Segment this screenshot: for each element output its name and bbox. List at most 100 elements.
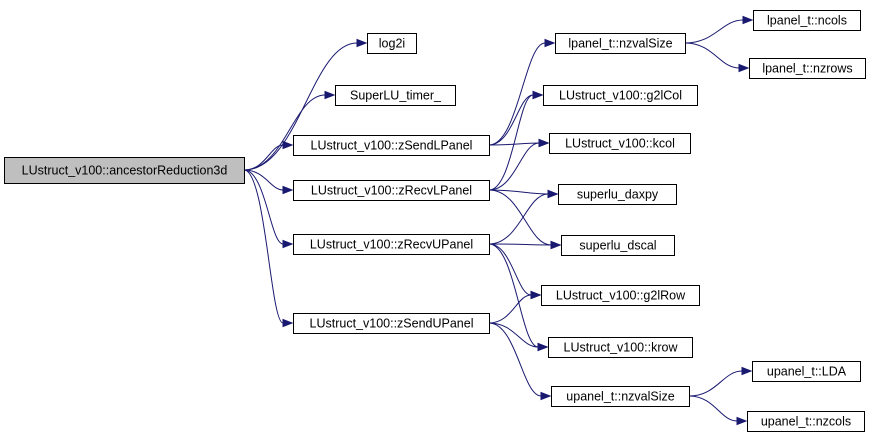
edge-line bbox=[684, 19, 744, 44]
node-box bbox=[752, 361, 861, 382]
edge-arrowhead bbox=[282, 318, 294, 328]
node-box bbox=[541, 285, 700, 306]
node-box bbox=[555, 33, 686, 54]
node-label: LUstruct_v100::kcol bbox=[565, 137, 675, 151]
node-zSendLPanel[interactable]: LUstruct_v100::zSendLPanel bbox=[293, 135, 490, 156]
node-label: upanel_t::LDA bbox=[767, 365, 847, 379]
node-kcol[interactable]: LUstruct_v100::kcol bbox=[549, 133, 691, 154]
edge-arrowhead bbox=[282, 185, 294, 195]
edge-line bbox=[243, 42, 358, 171]
edge-line bbox=[243, 169, 284, 191]
node-ancestorReduction3d[interactable]: LUstruct_v100::ancestorReduction3d bbox=[4, 157, 245, 184]
node-box bbox=[549, 133, 691, 154]
edge-arrowhead bbox=[736, 416, 748, 426]
edge-line bbox=[488, 243, 532, 296]
edge-ancestorReduction3d-to-log2i bbox=[243, 38, 368, 171]
edge-arrowhead bbox=[282, 239, 294, 249]
node-zSendUPanel[interactable]: LUstruct_v100::zSendUPanel bbox=[293, 313, 490, 334]
edge-line bbox=[243, 94, 326, 171]
node-g2lRow[interactable]: LUstruct_v100::g2lRow bbox=[541, 285, 700, 306]
edge-line bbox=[243, 169, 284, 324]
node-label: LUstruct_v100::zSendUPanel bbox=[310, 317, 474, 331]
edge-ancestorReduction3d-to-zSendLPanel bbox=[243, 140, 294, 171]
node-upanel_nzcols[interactable]: upanel_t::nzcols bbox=[747, 411, 865, 432]
edge-zRecvLPanel-to-superlu_dscal bbox=[488, 189, 562, 250]
edge-lpanel_nzvalSize-to-lpanel_ncols bbox=[684, 15, 754, 44]
node-box bbox=[293, 313, 490, 334]
node-lpanel_nzvalSize[interactable]: lpanel_t::nzvalSize bbox=[555, 33, 686, 54]
edge-zRecvUPanel-to-superlu_dscal bbox=[488, 240, 562, 250]
edge-zRecvLPanel-to-g2lCol bbox=[488, 90, 544, 191]
edge-arrowhead bbox=[741, 366, 753, 376]
node-zRecvUPanel[interactable]: LUstruct_v100::zRecvUPanel bbox=[293, 234, 490, 255]
node-box bbox=[335, 85, 456, 106]
node-upanel_LDA[interactable]: upanel_t::LDA bbox=[752, 361, 861, 382]
edge-line bbox=[488, 142, 540, 191]
node-SuperLU_timer_[interactable]: SuperLU_timer_ bbox=[335, 85, 456, 106]
edge-line bbox=[688, 370, 743, 397]
node-log2i[interactable]: log2i bbox=[367, 33, 417, 54]
node-label: superlu_daxpy bbox=[577, 188, 659, 202]
node-box bbox=[293, 234, 490, 255]
edge-ancestorReduction3d-to-zRecvUPanel bbox=[243, 169, 294, 249]
node-box bbox=[543, 85, 698, 106]
node-krow[interactable]: LUstruct_v100::krow bbox=[548, 337, 693, 358]
edge-arrowhead bbox=[540, 391, 552, 401]
edge-line bbox=[243, 169, 284, 245]
node-box bbox=[551, 386, 690, 407]
edge-zRecvUPanel-to-superlu_daxpy bbox=[488, 189, 559, 245]
node-box bbox=[749, 58, 866, 79]
node-label: lpanel_t::ncols bbox=[767, 14, 847, 28]
edge-line bbox=[488, 42, 546, 146]
node-box bbox=[561, 235, 675, 256]
node-box bbox=[293, 180, 490, 201]
node-superlu_daxpy[interactable]: superlu_daxpy bbox=[558, 184, 677, 205]
node-box bbox=[747, 411, 865, 432]
edge-upanel_nzvalSize-to-upanel_LDA bbox=[688, 366, 753, 397]
edge-line bbox=[488, 322, 542, 397]
node-box bbox=[293, 135, 490, 156]
node-label: upanel_t::nzcols bbox=[761, 415, 851, 429]
node-label: LUstruct_v100::zRecvUPanel bbox=[310, 238, 473, 252]
edge-arrowhead bbox=[530, 290, 542, 300]
node-box bbox=[548, 337, 693, 358]
edge-arrowhead bbox=[738, 63, 750, 73]
edge-line bbox=[688, 395, 738, 422]
edge-arrowhead bbox=[532, 90, 544, 100]
node-box bbox=[4, 157, 245, 184]
edge-zSendLPanel-to-lpanel_nzvalSize bbox=[488, 38, 556, 146]
edge-line bbox=[488, 294, 532, 324]
edge-lpanel_nzvalSize-to-lpanel_nzrows bbox=[684, 42, 750, 73]
node-label: LUstruct_v100::zRecvLPanel bbox=[311, 184, 472, 198]
edge-zRecvUPanel-to-krow bbox=[488, 243, 549, 352]
node-zRecvLPanel[interactable]: LUstruct_v100::zRecvLPanel bbox=[293, 180, 490, 201]
edge-arrowhead bbox=[282, 140, 294, 150]
edge-zRecvLPanel-to-kcol bbox=[488, 138, 550, 191]
edge-arrowhead bbox=[356, 38, 368, 48]
edge-ancestorReduction3d-to-SuperLU_timer_ bbox=[243, 90, 336, 171]
edge-line bbox=[243, 144, 284, 171]
node-label: SuperLU_timer_ bbox=[350, 89, 442, 103]
edge-line bbox=[488, 243, 539, 348]
edge-line bbox=[488, 189, 552, 246]
node-lpanel_nzrows[interactable]: lpanel_t::nzrows bbox=[749, 58, 866, 79]
node-box bbox=[753, 10, 861, 31]
node-g2lCol[interactable]: LUstruct_v100::g2lCol bbox=[543, 85, 698, 106]
node-label: upanel_t::nzvalSize bbox=[566, 390, 674, 404]
edge-arrowhead bbox=[550, 240, 562, 250]
node-superlu_dscal[interactable]: superlu_dscal bbox=[561, 235, 675, 256]
node-box bbox=[558, 184, 677, 205]
edge-zRecvUPanel-to-g2lRow bbox=[488, 243, 542, 300]
call-graph-nodes: LUstruct_v100::ancestorReduction3d log2iS… bbox=[4, 10, 866, 432]
node-upanel_nzvalSize[interactable]: upanel_t::nzvalSize bbox=[551, 386, 690, 407]
edge-ancestorReduction3d-to-zSendUPanel bbox=[243, 169, 294, 328]
node-label: LUstruct_v100::zSendLPanel bbox=[311, 139, 473, 153]
node-box bbox=[367, 33, 417, 54]
edge-arrowhead bbox=[538, 138, 550, 148]
edge-arrowhead bbox=[547, 189, 559, 199]
node-lpanel_ncols[interactable]: lpanel_t::ncols bbox=[753, 10, 861, 31]
node-label: superlu_dscal bbox=[579, 239, 656, 253]
edge-arrowhead bbox=[537, 342, 549, 352]
node-label: lpanel_t::nzvalSize bbox=[568, 37, 672, 51]
node-label: LUstruct_v100::ancestorReduction3d bbox=[22, 164, 228, 178]
